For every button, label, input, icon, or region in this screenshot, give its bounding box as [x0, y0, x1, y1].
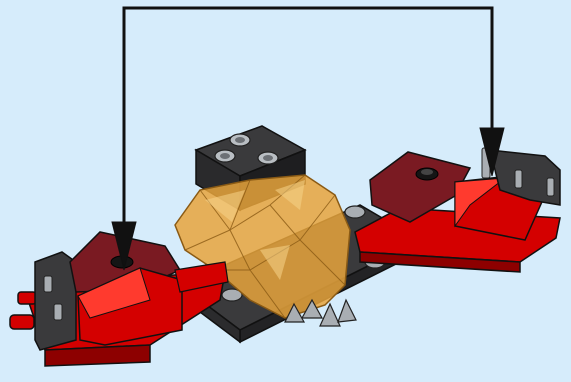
right-wing-assembly: [355, 148, 560, 272]
